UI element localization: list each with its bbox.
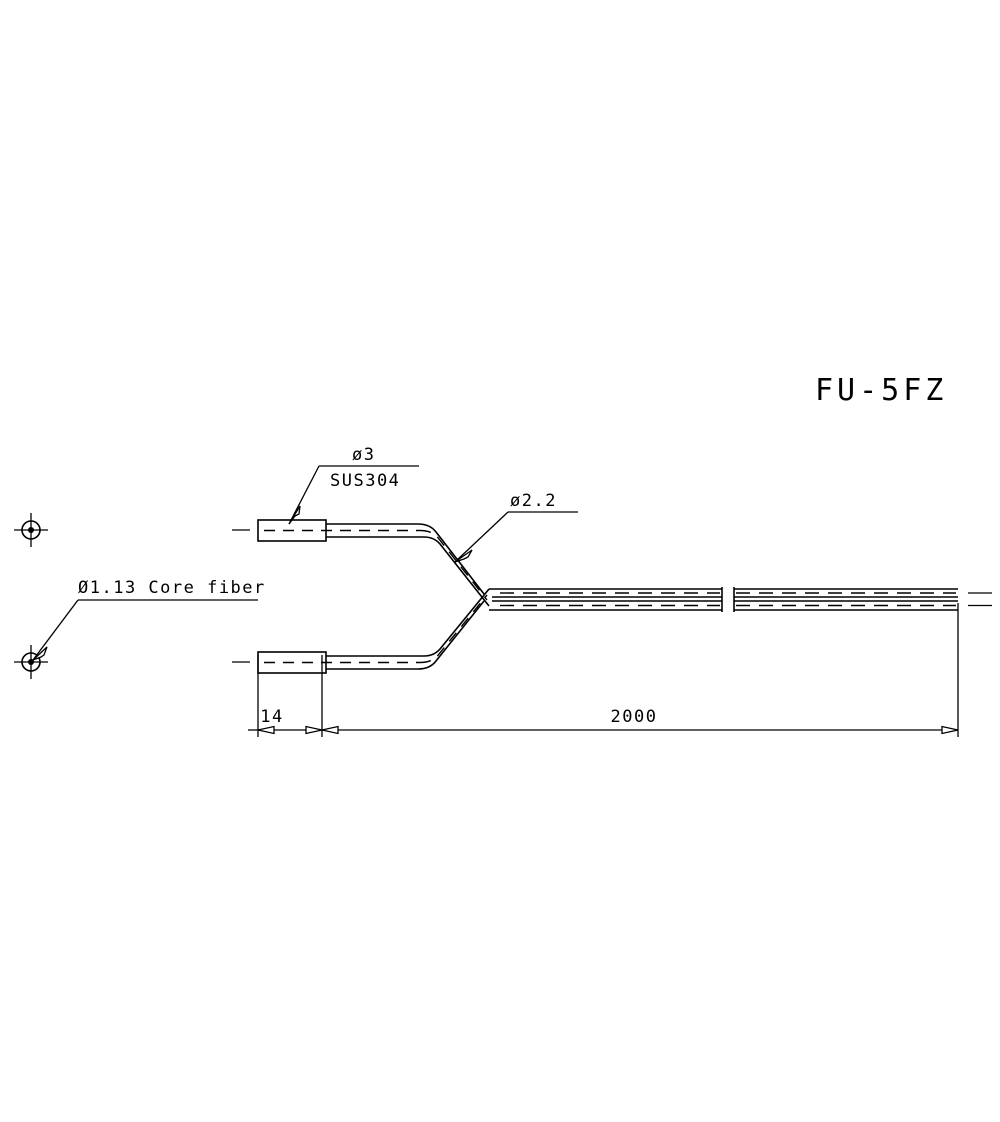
dimension-2000: 2000 [321,707,959,735]
merged-cable-right [733,587,958,612]
core-fiber-label: Ø1.13 Core fiber [78,578,266,598]
cross-section-symbol-top [14,513,48,547]
drawing-title: FU-5FZ [815,373,947,408]
sleeve-material-label: SUS304 [330,471,400,491]
cable-diameter-callout: ø2.2 [454,491,578,563]
sleeve-diameter-label: ø3 [352,445,375,465]
cross-section-symbol-bottom [14,645,48,679]
lower-branch [232,588,490,674]
upper-branch [232,519,490,607]
dimension-14-value: 14 [260,707,283,727]
core-fiber-callout: Ø1.13 Core fiber [32,578,266,661]
dimension-2000-value: 2000 [611,707,658,727]
dimension-14: 14 [248,707,323,735]
merged-cable-left [489,587,723,612]
cable-diameter-label: ø2.2 [510,491,557,511]
sleeve-callout: ø3 SUS304 [288,445,419,525]
cable-end-centerline-stubs [968,592,992,607]
extension-lines [257,603,959,737]
